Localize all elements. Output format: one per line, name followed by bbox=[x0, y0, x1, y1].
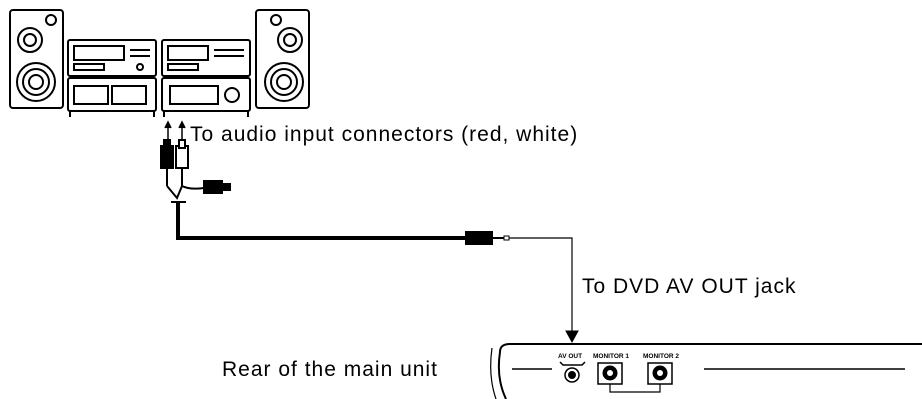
audio-input-label: To audio input connectors (red, white) bbox=[190, 123, 578, 146]
av-out-port-label: AV OUT bbox=[558, 353, 582, 360]
av-out-jack-icon bbox=[559, 361, 586, 383]
av-cable-icon bbox=[171, 201, 579, 344]
dvd-av-out-label: To DVD AV OUT jack bbox=[582, 275, 796, 298]
stereo-components-icon bbox=[67, 39, 251, 117]
monitor-2-jack-icon bbox=[647, 362, 673, 385]
video-plug-icon bbox=[181, 180, 231, 194]
monitor-1-port-label: MONITOR 1 bbox=[593, 353, 629, 360]
rca-plug-pair-icon bbox=[160, 139, 189, 200]
monitor-1-jack-icon bbox=[597, 362, 623, 385]
right-speaker-icon bbox=[255, 9, 310, 109]
left-speaker-icon bbox=[9, 9, 64, 109]
monitor-2-port-label: MONITOR 2 bbox=[643, 353, 679, 360]
stereo-system-icon bbox=[9, 9, 310, 117]
main-unit-rear-icon bbox=[490, 343, 922, 399]
rear-unit-label: Rear of the main unit bbox=[222, 358, 438, 381]
audio-arrows-icon bbox=[164, 120, 186, 140]
